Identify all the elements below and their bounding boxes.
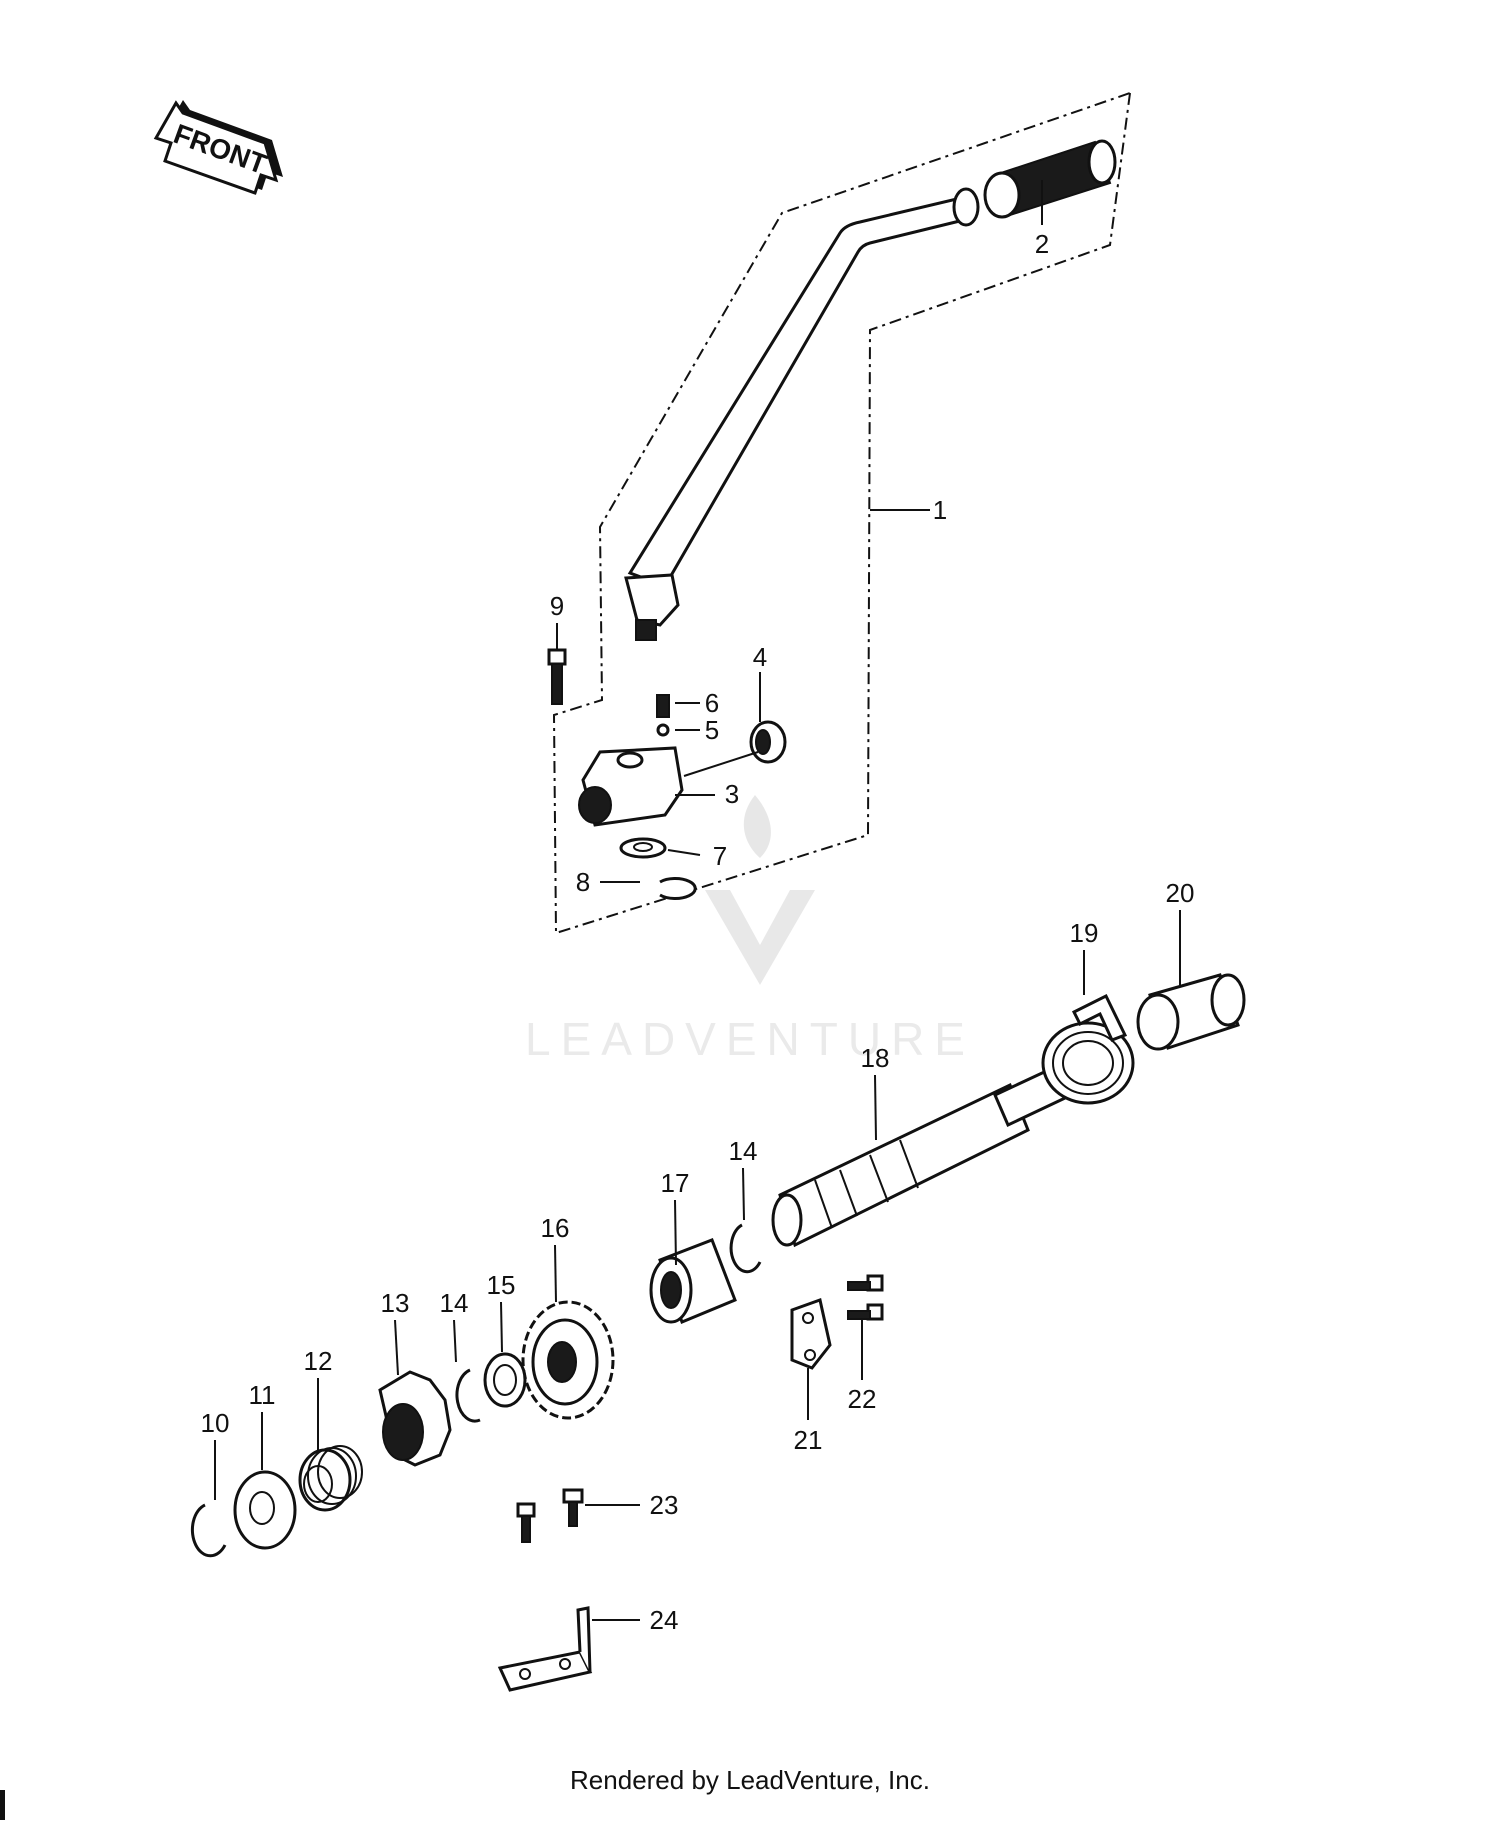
callout-8: 8 (576, 867, 590, 897)
screws-23 (516, 1488, 584, 1543)
callout-23: 23 (650, 1490, 679, 1520)
callout-2: 2 (1035, 229, 1049, 259)
corner-mark (0, 1790, 5, 1820)
callout-9: 9 (550, 591, 564, 621)
watermark-text: LEADVENTURE (525, 1013, 975, 1065)
callout-15: 15 (487, 1270, 516, 1300)
circlip-10 (190, 1503, 227, 1558)
callout-21: 21 (794, 1425, 823, 1455)
ball-5 (656, 723, 670, 737)
spring-12 (298, 1445, 363, 1512)
washer-15 (483, 1352, 527, 1408)
bushing-20 (1136, 973, 1246, 1051)
callout-12: 12 (304, 1346, 333, 1376)
callout-16: 16 (541, 1213, 570, 1243)
callout-4: 4 (753, 642, 767, 672)
washer-7 (619, 837, 667, 859)
callout-14b: 14 (729, 1136, 758, 1166)
footer-credit: Rendered by LeadVenture, Inc. (570, 1765, 930, 1795)
ratchet-13 (378, 1370, 452, 1467)
assembly-outline (552, 91, 1132, 935)
kick-pedal-rubber (983, 139, 1117, 219)
kick-shaft-18 (771, 1057, 1085, 1248)
callout-20: 20 (1166, 878, 1195, 908)
callout-10: 10 (201, 1408, 230, 1438)
screws-22 (847, 1274, 884, 1321)
return-spring-19 (1041, 993, 1135, 1105)
callout-1: 1 (933, 495, 947, 525)
callout-11: 11 (249, 1380, 276, 1410)
callout-3: 3 (725, 779, 739, 809)
washer-11 (233, 1470, 297, 1550)
bracket-24 (497, 1606, 593, 1692)
callout-17: 17 (661, 1168, 690, 1198)
kick-gear-16 (521, 1300, 615, 1420)
leader-lines (214, 180, 1181, 1621)
callout-22: 22 (848, 1384, 877, 1414)
callout-7: 7 (713, 841, 727, 871)
callout-24: 24 (650, 1605, 679, 1635)
callout-14a: 14 (440, 1288, 469, 1318)
circlip-8 (659, 877, 697, 900)
callout-labels: 1 2 3 4 5 6 7 8 9 10 11 12 13 14 14 15 1… (201, 229, 1195, 1635)
callout-6: 6 (705, 688, 719, 718)
front-arrow-icon: FRONT (153, 100, 283, 195)
watermark-logo (705, 795, 815, 985)
callout-5: 5 (705, 715, 719, 745)
spring-6 (656, 694, 670, 718)
circlip-14b (455, 1368, 481, 1423)
collar-17 (649, 1238, 737, 1324)
callout-19: 19 (1070, 918, 1099, 948)
cap-4 (749, 720, 787, 764)
callout-18: 18 (861, 1043, 890, 1073)
callout-13: 13 (381, 1288, 410, 1318)
kick-pedal-arm (624, 187, 980, 641)
plate-21 (790, 1298, 832, 1370)
pedal-boss-3 (578, 746, 684, 827)
bolt-9 (547, 648, 567, 705)
circlip-14a (729, 1223, 762, 1274)
